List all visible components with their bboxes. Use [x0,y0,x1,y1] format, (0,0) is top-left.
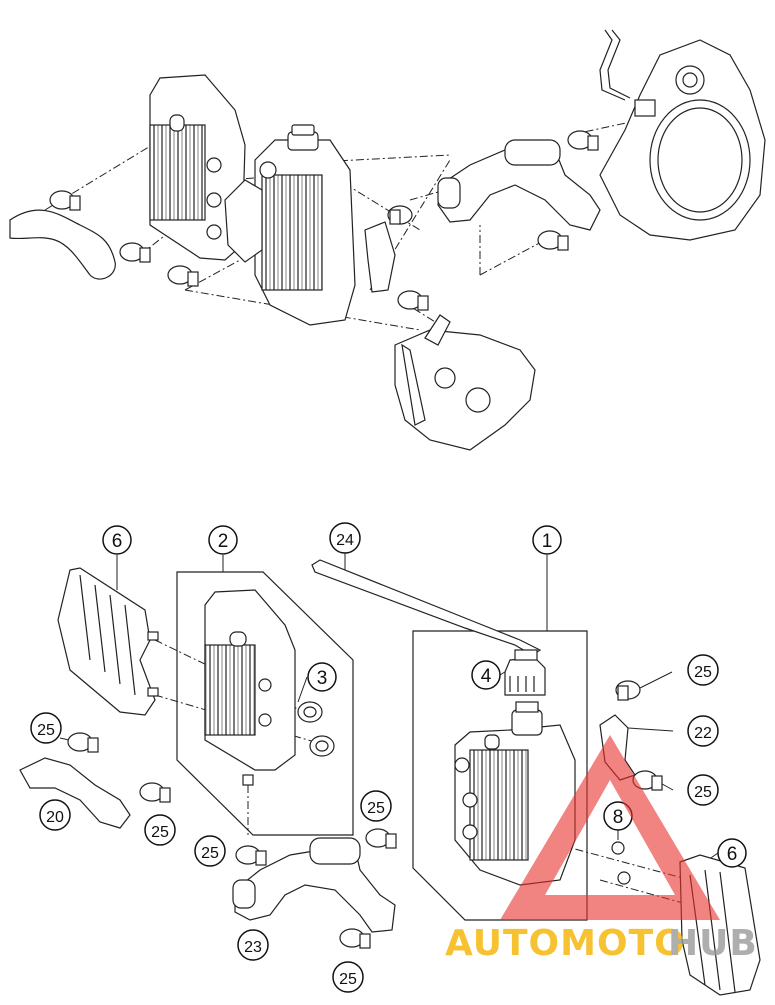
callout-6a-label: 6 [112,531,123,552]
callout-4: 4 [471,660,501,690]
grommets-3 [297,701,335,757]
callout-25c-label: 25 [201,845,219,862]
callout-24-label: 24 [336,532,354,549]
part-callouts: 1 2 3 4 6 6 8 20 22 23 24 25 25 25 25 25… [30,522,747,993]
callout-6a: 6 [102,525,132,555]
watermark: AUTOMOTO HUB [445,735,758,964]
overflow-hose-24 [311,559,542,656]
radiator-left-overview [149,74,246,261]
callout-20-label: 20 [46,809,64,826]
callout-20: 20 [39,799,71,831]
radiator-cap-4 [504,649,546,696]
callout-3-label: 3 [317,668,328,689]
cylinder-head-overview [394,314,536,451]
watermark-text-hub: HUB [668,923,758,964]
callout-25e: 25 [332,961,364,993]
callout-25c: 25 [194,835,226,867]
callout-23: 23 [237,929,269,961]
leader-lines [59,553,719,863]
hose-right-overview [437,139,601,231]
assembly-overview [9,29,766,451]
bolts-8 [611,841,631,885]
engine-case-overview [599,29,766,241]
callout-25a-label: 25 [37,722,55,739]
callout-22-label: 22 [694,725,712,742]
callout-1-label: 1 [542,531,553,552]
hose-left-overview [9,209,116,280]
hose-23 [232,837,396,933]
callout-25d-label: 25 [367,800,385,817]
callout-25e-label: 25 [339,971,357,988]
callout-1: 1 [532,525,562,555]
callout-23-label: 23 [244,939,262,956]
callout-25a: 25 [30,712,62,744]
radiator-guard-left [57,567,159,716]
callout-22: 22 [687,715,719,747]
callout-2: 2 [208,525,238,555]
callout-8-label: 8 [613,807,624,828]
radiator-2 [204,589,296,786]
callout-25g-label: 25 [694,784,712,801]
hose-20 [19,757,131,829]
watermark-text-automoto: AUTOMOTO [445,923,686,964]
watermark-triangle-logo [500,735,720,920]
callout-6b-label: 6 [727,844,738,865]
group-frame-2 [176,571,354,836]
callout-25d: 25 [360,790,392,822]
radiator-right-overview [224,124,356,326]
callout-2-label: 2 [218,531,229,552]
callout-25b-label: 25 [151,824,169,841]
callout-6b: 6 [717,838,747,868]
hose-center-overview [364,221,396,293]
callout-25g: 25 [687,774,719,806]
callout-25b: 25 [144,814,176,846]
callout-4-label: 4 [481,666,492,687]
callout-25f: 25 [687,654,719,686]
callout-25f-label: 25 [694,664,712,681]
callout-3: 3 [307,662,337,692]
callout-24: 24 [329,522,361,554]
clamps-overview [49,130,599,311]
